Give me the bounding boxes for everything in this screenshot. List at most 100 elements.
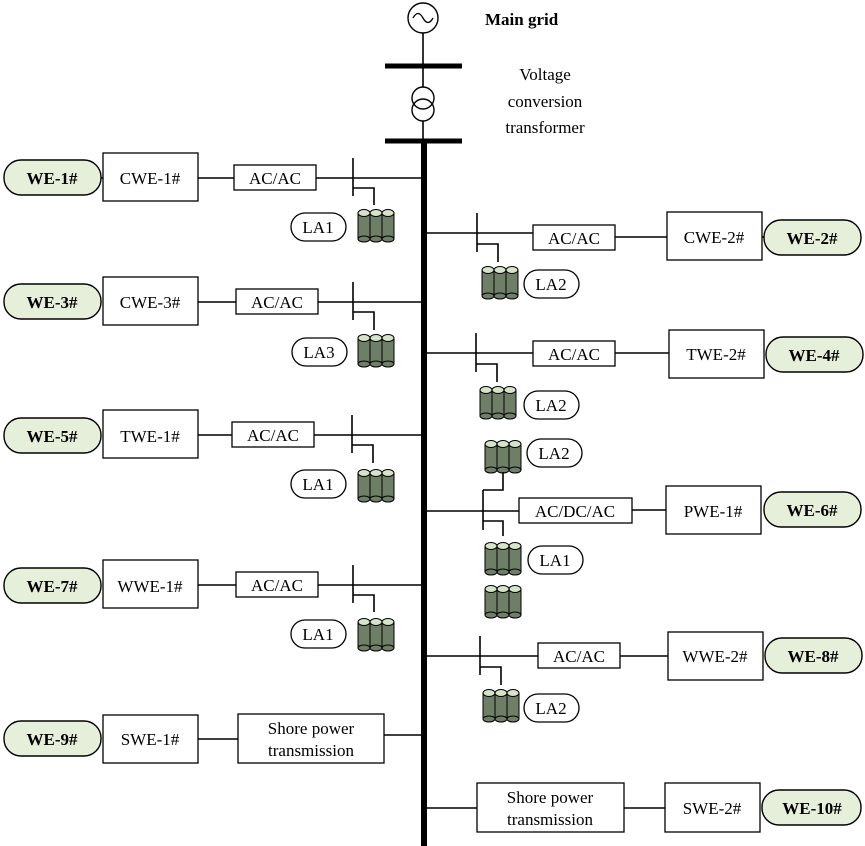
we-label: WE-10# — [782, 799, 842, 818]
we-label: WE-6# — [787, 501, 839, 520]
branch-we-10: Shore power transmission SWE-2# WE-10# — [424, 782, 862, 833]
transformer-icon — [411, 86, 435, 122]
la-label: LA3 — [303, 343, 334, 362]
unit-label: PWE-1# — [684, 502, 743, 521]
la-label: LA2 — [535, 699, 566, 718]
we-node — [763, 491, 862, 528]
unit-label: CWE-3# — [120, 293, 181, 312]
converter-box — [532, 224, 616, 251]
la-badge — [527, 545, 584, 575]
unit-label: SWE-1# — [121, 730, 180, 749]
converter-label: AC/DC/AC — [535, 502, 615, 521]
converter-box — [231, 421, 315, 448]
la-badge — [523, 269, 580, 299]
main-grid-source — [407, 2, 439, 65]
converter-label: AC/AC — [247, 426, 299, 445]
branch-we-3: WE-3# CWE-3# AC/AC LA3 — [3, 276, 424, 368]
unit-box — [102, 409, 199, 459]
la-label: LA2 — [535, 396, 566, 415]
we-node — [3, 159, 102, 196]
converter-label-2: transmission — [268, 741, 354, 760]
unit-box — [102, 276, 199, 326]
converter-label: AC/AC — [251, 576, 303, 595]
converter-label: AC/AC — [249, 169, 301, 188]
unit-box — [664, 782, 761, 833]
branch-we-7: WE-7# WWE-1# AC/AC LA1 — [3, 559, 424, 651]
la-badge — [290, 469, 347, 499]
we-label: WE-3# — [27, 293, 79, 312]
la-label: LA1 — [302, 218, 333, 237]
la-badge — [290, 212, 347, 242]
battery-icon — [480, 387, 516, 420]
we-label: WE-9# — [27, 730, 79, 749]
unit-label: WWE-1# — [117, 577, 183, 596]
battery-icon — [358, 210, 394, 243]
we-node — [763, 219, 862, 256]
battery-icon — [358, 470, 394, 503]
we-node — [765, 336, 864, 373]
we-label: WE-5# — [27, 427, 79, 446]
battery-icon — [485, 586, 521, 619]
branch-we-6: LA2 AC/DC/AC PWE-1# WE-6# LA1 — [424, 438, 862, 619]
we-label: WE-4# — [789, 346, 841, 365]
unit-label: SWE-2# — [683, 799, 742, 818]
unit-box — [102, 714, 199, 764]
we-node — [3, 720, 102, 757]
converter-box — [518, 497, 633, 524]
la-label: LA1 — [539, 551, 570, 570]
converter-box — [235, 571, 319, 598]
unit-box — [665, 485, 762, 535]
converter-label: AC/AC — [251, 293, 303, 312]
la-label: LA2 — [535, 275, 566, 294]
converter-box — [235, 288, 319, 315]
we-label: WE-8# — [788, 647, 840, 666]
branch-we-1: WE-1# CWE-1# AC/AC LA1 — [3, 152, 424, 243]
branch-we-5: WE-5# TWE-1# AC/AC LA1 — [3, 409, 424, 503]
unit-label: TWE-2# — [686, 345, 746, 364]
branch-we-9: WE-9# SWE-1# Shore power transmission — [3, 713, 424, 764]
la-label: LA1 — [302, 475, 333, 494]
battery-icon — [358, 335, 394, 368]
converter-box — [532, 340, 616, 367]
battery-icon — [485, 441, 521, 474]
converter-box — [233, 164, 317, 191]
main-grid-label: Main grid — [485, 10, 559, 29]
unit-box — [102, 152, 199, 202]
unit-label: CWE-1# — [120, 169, 181, 188]
we-node — [761, 789, 862, 826]
unit-box — [666, 211, 763, 261]
converter-label: AC/AC — [548, 229, 600, 248]
transformer-label-2: conversion — [508, 92, 583, 111]
branch-we-8: AC/AC WWE-2# WE-8# LA2 — [424, 631, 863, 723]
battery-icon — [485, 543, 521, 576]
we-label: WE-2# — [787, 229, 839, 248]
branch-we-2: AC/AC CWE-2# WE-2# LA2 — [424, 211, 862, 299]
converter-label: AC/AC — [553, 647, 605, 666]
transformer-label-1: Voltage — [519, 65, 571, 84]
la-label: LA1 — [302, 625, 333, 644]
converter-label-1: Shore power — [507, 788, 594, 807]
unit-box — [102, 559, 199, 609]
we-node — [3, 417, 102, 454]
we-node — [3, 283, 102, 320]
unit-label: CWE-2# — [684, 228, 745, 247]
converter-label: AC/AC — [548, 345, 600, 364]
converter-label-1: Shore power — [268, 719, 355, 738]
we-node — [764, 637, 863, 674]
la-badge — [523, 693, 580, 723]
branch-we-4: AC/AC TWE-2# WE-4# LA2 — [424, 329, 864, 420]
la-badge — [523, 390, 580, 420]
battery-icon — [483, 690, 519, 723]
la-badge — [290, 619, 347, 649]
unit-box — [667, 631, 764, 681]
la-badge — [291, 337, 348, 367]
converter-box — [237, 713, 385, 764]
unit-box — [668, 329, 765, 379]
converter-label-2: transmission — [507, 810, 593, 829]
la-badge — [526, 438, 583, 468]
converter-box — [476, 782, 625, 833]
unit-label: TWE-1# — [120, 427, 180, 446]
we-label: WE-7# — [27, 577, 79, 596]
ac-source-icon — [412, 12, 434, 24]
